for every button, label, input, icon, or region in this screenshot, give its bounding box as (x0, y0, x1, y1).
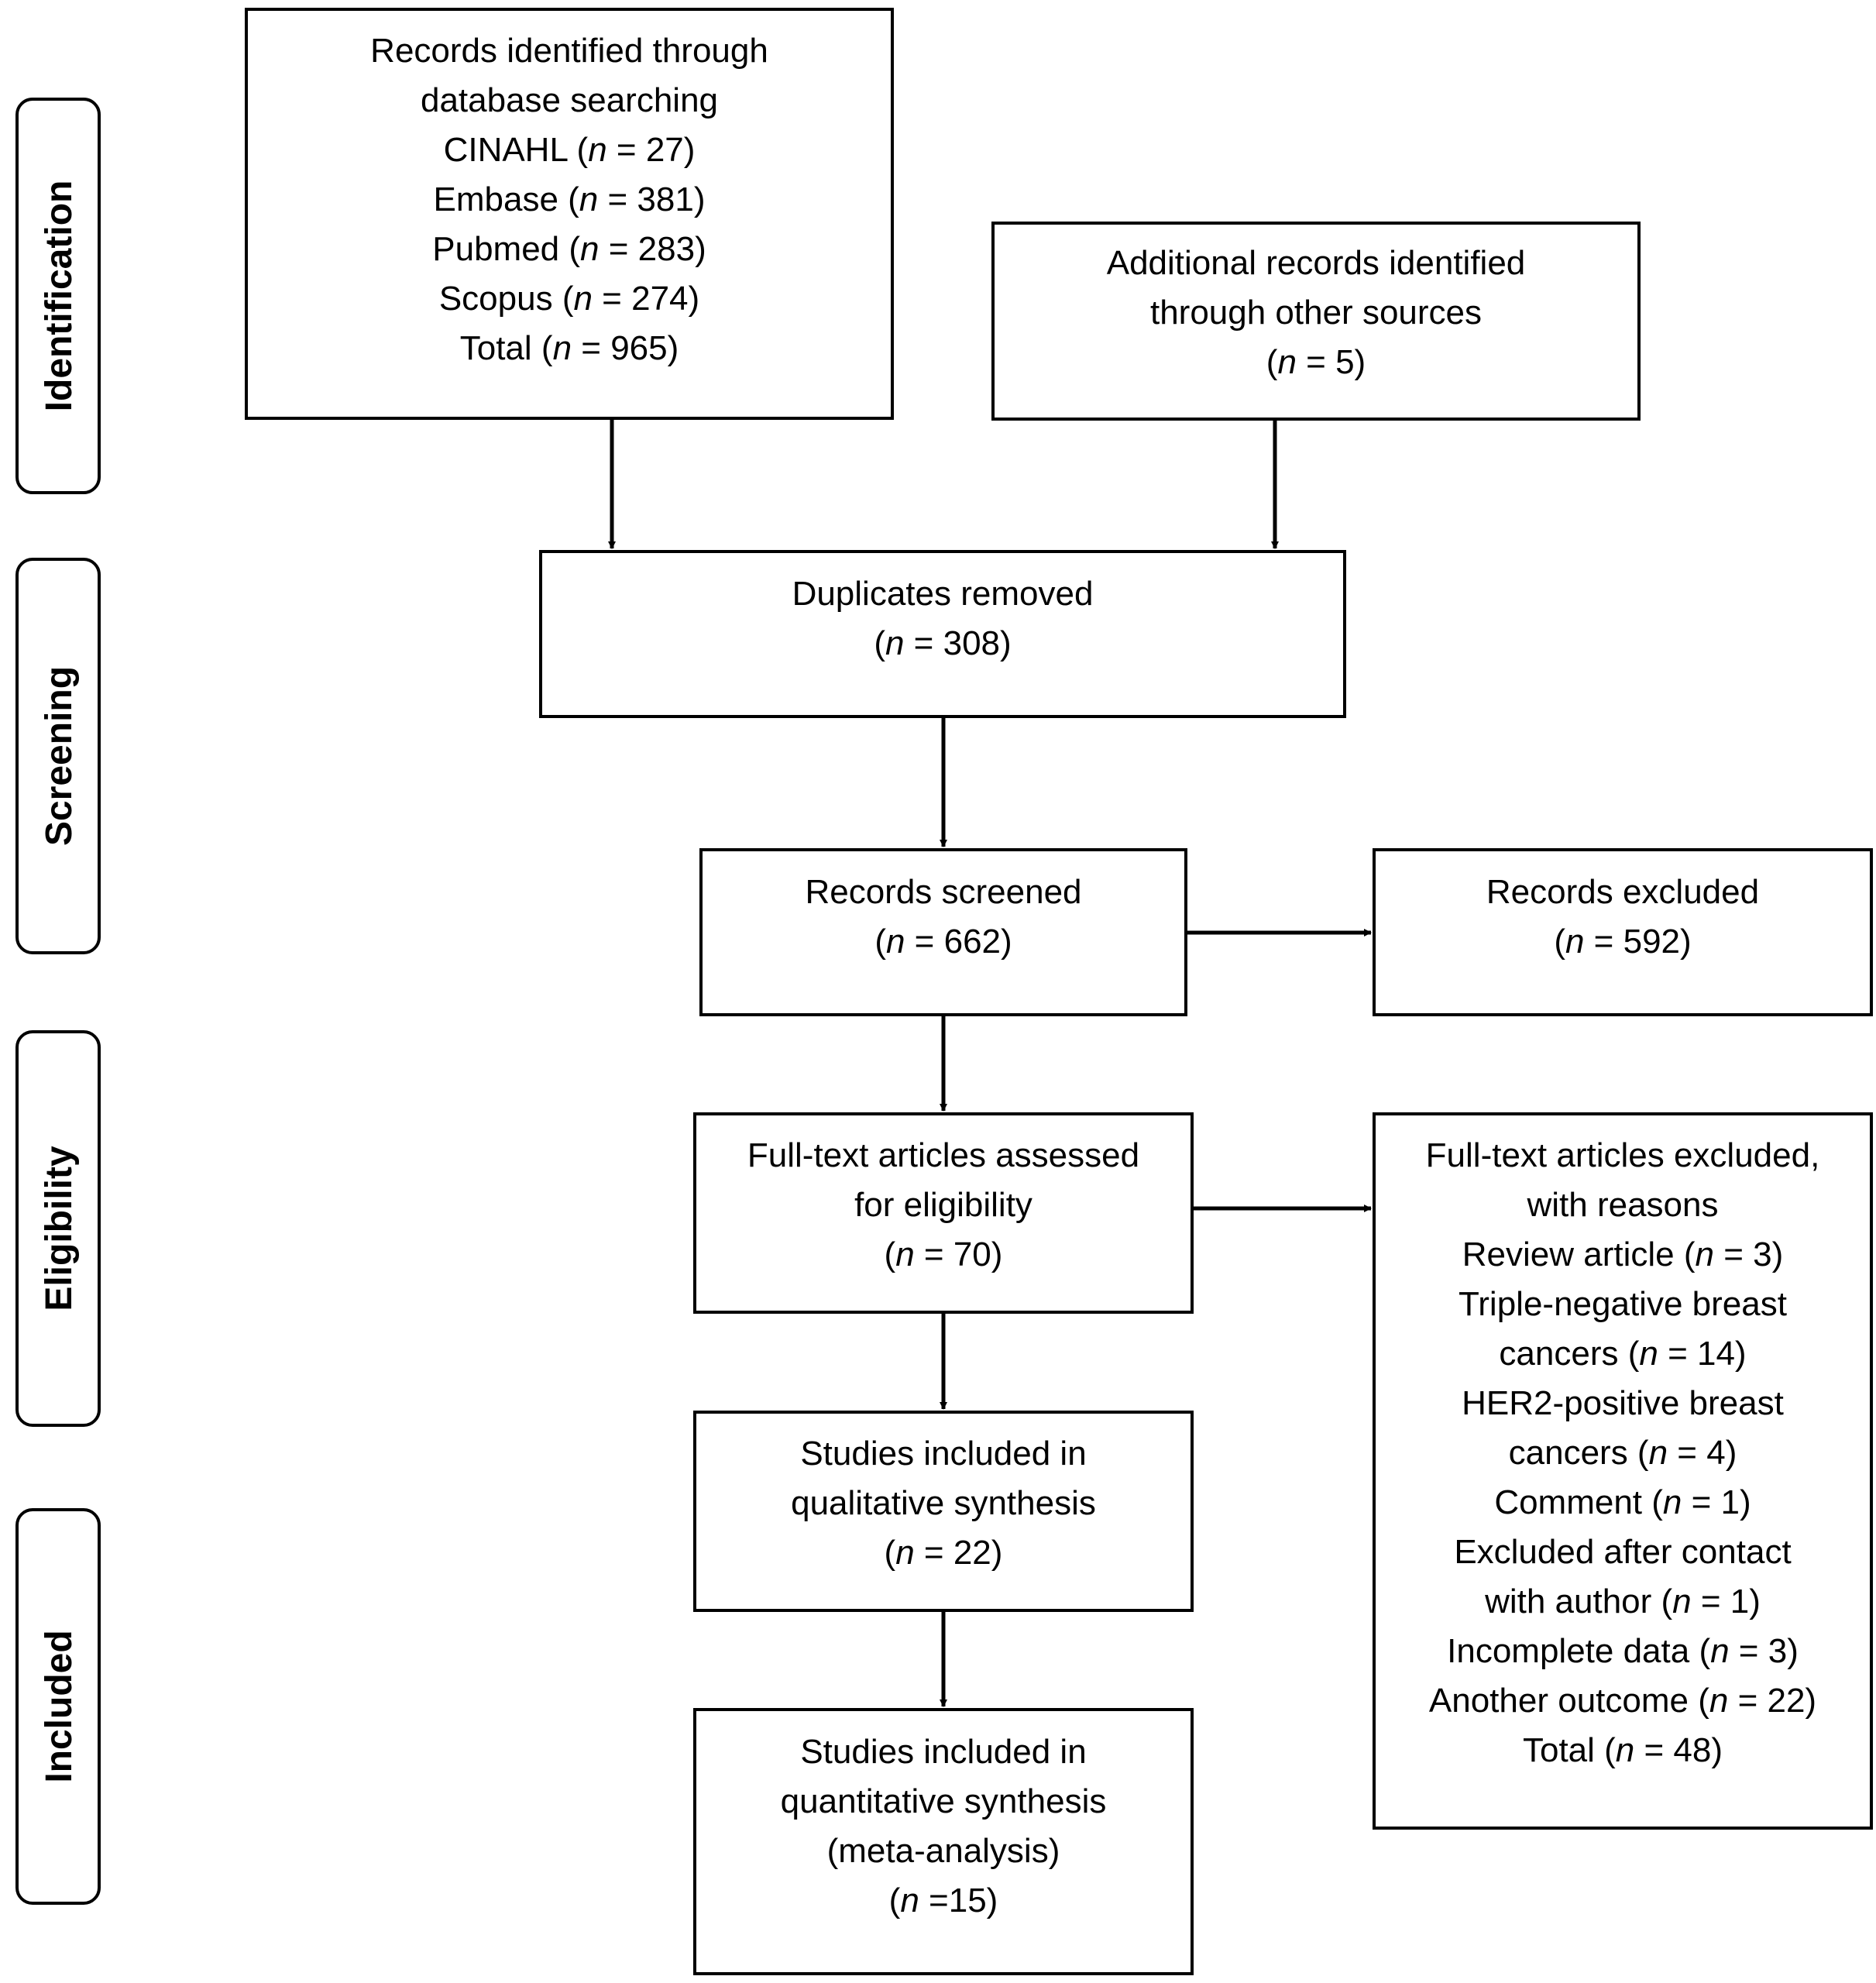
records-screened-text: Records screened (n = 662) (805, 873, 1081, 961)
database-line-6: Total (n = 965) (460, 329, 679, 367)
fulltext_excluded-line-10: Incomplete data (n = 3) (1447, 1632, 1799, 1670)
fulltext_excluded-line-2: Review article (n = 3) (1462, 1236, 1784, 1273)
quantitative-synthesis-text: Studies included in quantitative synthesi… (781, 1733, 1107, 1919)
quantitative-line-2: (meta-analysis) (827, 1832, 1060, 1870)
additional-records-text: Additional records identified through oth… (1107, 244, 1526, 381)
stage-eligibility-label: Eligibility (39, 1146, 80, 1311)
database-line-5: Scopus (n = 274) (439, 280, 699, 318)
duplicates-line-1: (n = 308) (874, 624, 1011, 662)
fulltext_excluded-line-7: Comment (n = 1) (1494, 1483, 1751, 1521)
quantitative-synthesis-box: Studies included in quantitative synthesi… (693, 1708, 1194, 1975)
database-line-1: database searching (421, 81, 718, 119)
excluded-line-1: (n = 592) (1554, 923, 1691, 961)
stage-included-label: Included (39, 1630, 80, 1782)
quantitative-line-1: quantitative synthesis (781, 1782, 1107, 1820)
stage-included: Included (15, 1508, 101, 1905)
fulltext-assessed-text: Full-text articles assessed for eligibili… (747, 1136, 1139, 1273)
fulltext-line-2: (n = 70) (885, 1236, 1003, 1273)
fulltext-excluded-text: Full-text articles excluded, with reasons… (1426, 1136, 1820, 1769)
database-line-3: Embase (n = 381) (434, 180, 706, 218)
qualitative-line-1: qualitative synthesis (791, 1484, 1096, 1522)
fulltext_excluded-line-5: HER2-positive breast (1462, 1384, 1784, 1422)
additional-line-0: Additional records identified (1107, 244, 1526, 282)
fulltext_excluded-line-11: Another outcome (n = 22) (1429, 1682, 1816, 1720)
fulltext-line-0: Full-text articles assessed (747, 1136, 1139, 1174)
fulltext_excluded-line-0: Full-text articles excluded, (1426, 1136, 1820, 1174)
qualitative-line-2: (n = 22) (885, 1534, 1003, 1572)
stage-eligibility: Eligibility (15, 1030, 101, 1427)
records-screened-box: Records screened (n = 662) (699, 848, 1187, 1016)
additional-line-1: through other sources (1150, 294, 1482, 332)
database-records-text: Records identified through database searc… (370, 32, 768, 367)
fulltext_excluded-line-9: with author (n = 1) (1484, 1583, 1761, 1620)
duplicates-line-0: Duplicates removed (792, 575, 1094, 613)
stage-screening-label: Screening (39, 666, 80, 846)
fulltext-assessed-box: Full-text articles assessed for eligibili… (693, 1112, 1194, 1314)
fulltext-line-1: for eligibility (854, 1186, 1032, 1224)
duplicates-removed-text: Duplicates removed (n = 308) (792, 575, 1094, 662)
qualitative-line-0: Studies included in (800, 1435, 1086, 1473)
database-line-0: Records identified through (370, 32, 768, 70)
fulltext_excluded-line-6: cancers (n = 4) (1509, 1434, 1737, 1472)
fulltext_excluded-line-3: Triple-negative breast (1459, 1285, 1787, 1323)
stage-identification: Identification (15, 98, 101, 494)
database-line-4: Pubmed (n = 283) (432, 230, 706, 268)
qualitative-synthesis-box: Studies included in qualitative synthesis… (693, 1411, 1194, 1612)
stage-screening: Screening (15, 558, 101, 954)
database-line-2: CINAHL (n = 27) (444, 131, 696, 169)
additional-line-2: (n = 5) (1266, 343, 1366, 381)
duplicates-removed-box: Duplicates removed (n = 308) (539, 550, 1346, 718)
additional-records-box: Additional records identified through oth… (991, 222, 1641, 421)
fulltext_excluded-line-12: Total (n = 48) (1523, 1731, 1723, 1769)
screened-line-0: Records screened (805, 873, 1081, 911)
fulltext_excluded-line-4: cancers (n = 14) (1499, 1335, 1746, 1373)
records-excluded-text: Records excluded (n = 592) (1486, 873, 1759, 961)
fulltext-excluded-box: Full-text articles excluded, with reasons… (1373, 1112, 1873, 1830)
screened-line-1: (n = 662) (874, 923, 1012, 961)
stage-identification-label: Identification (39, 180, 80, 412)
qualitative-synthesis-text: Studies included in qualitative synthesis… (791, 1435, 1096, 1572)
quantitative-line-0: Studies included in (800, 1733, 1086, 1771)
database-records-box: Records identified through database searc… (245, 8, 894, 420)
fulltext_excluded-line-8: Excluded after contact (1454, 1533, 1791, 1571)
quantitative-line-3: (n =15) (889, 1882, 998, 1919)
excluded-line-0: Records excluded (1486, 873, 1759, 911)
fulltext_excluded-line-1: with reasons (1526, 1186, 1718, 1224)
records-excluded-box: Records excluded (n = 592) (1373, 848, 1873, 1016)
